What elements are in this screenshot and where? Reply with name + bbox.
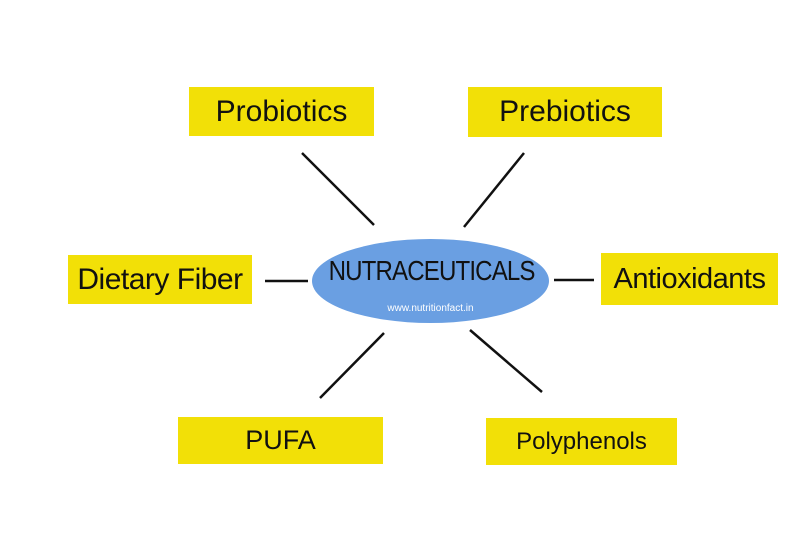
node-dietary-fiber: Dietary Fiber <box>68 255 252 304</box>
connector-probiotics <box>301 152 375 226</box>
node-pufa: PUFA <box>178 417 383 464</box>
node-label-antioxidants: Antioxidants <box>613 262 767 295</box>
node-label-pufa: PUFA <box>245 425 316 455</box>
node-prebiotics: Prebiotics <box>468 87 662 137</box>
node-probiotics: Probiotics <box>189 87 374 136</box>
connector-polyphenols <box>469 329 543 393</box>
node-label-probiotics: Probiotics <box>215 94 348 128</box>
center-ellipse <box>312 239 549 323</box>
connector-pufa <box>319 332 385 399</box>
watermark-url: www.nutritionfact.in <box>387 303 474 314</box>
center-title: NUTRACEUTICALS <box>328 255 536 286</box>
node-antioxidants: Antioxidants <box>601 253 778 305</box>
connector-prebiotics <box>463 152 525 228</box>
node-polyphenols: Polyphenols <box>486 418 677 465</box>
node-label-prebiotics: Prebiotics <box>499 95 631 128</box>
node-label-polyphenols: Polyphenols <box>516 427 647 455</box>
node-label-dietary-fiber: Dietary Fiber <box>77 262 243 296</box>
